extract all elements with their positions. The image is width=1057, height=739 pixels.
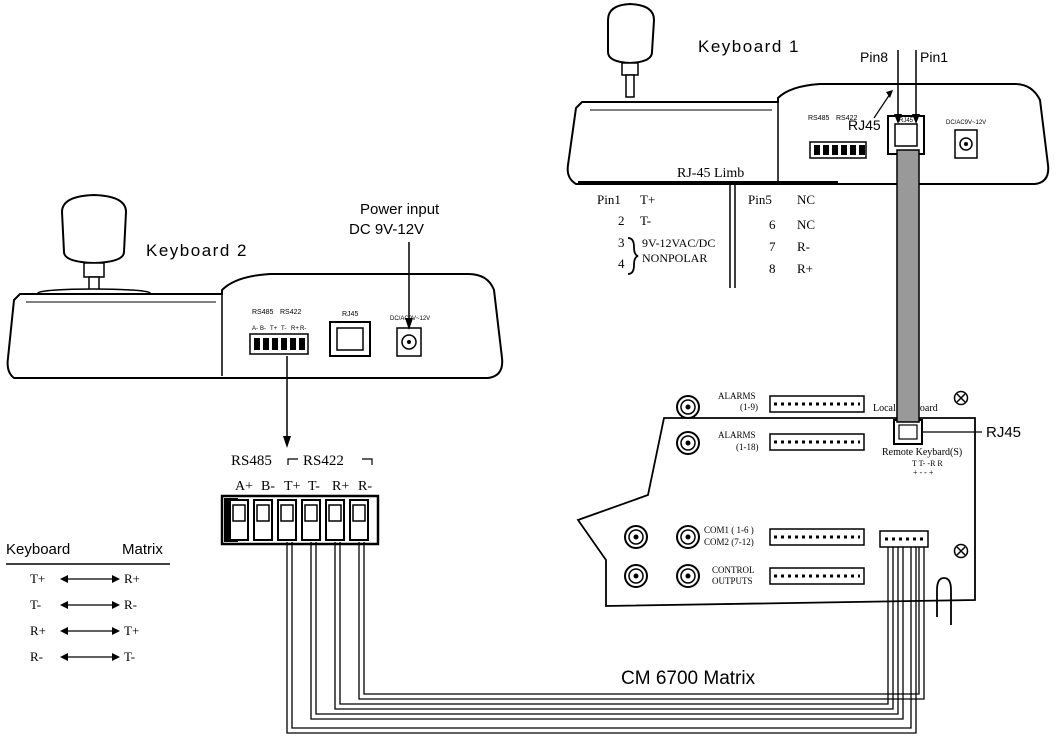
keyboard2-rs485-label: RS485 bbox=[252, 309, 274, 316]
keyboard1-rj45-port-label: RJ45 bbox=[899, 118, 914, 124]
outputs-label: OUTPUTS bbox=[712, 576, 753, 586]
keyboard2-pin-tminus: T- bbox=[281, 326, 286, 332]
wiring-cables bbox=[286, 542, 925, 734]
cable-clip bbox=[936, 577, 952, 625]
terminal-pin-rminus: R- bbox=[358, 479, 372, 494]
limb-pin6-signal: NC bbox=[797, 217, 815, 232]
terminal-rs485-label: RS485 bbox=[231, 453, 272, 469]
limb-pin1: Pin1 bbox=[597, 192, 621, 207]
power-input-spec: DC 9V-12V bbox=[349, 221, 424, 238]
matrix-rj45-label: RJ45 bbox=[986, 424, 1021, 441]
mapping-row3-matrix: T+ bbox=[124, 623, 139, 638]
limb-pin2: 2 bbox=[618, 213, 625, 228]
keyboard1-power-jack: DC/AC9V~12V bbox=[946, 120, 986, 159]
limb-pin8-signal: R+ bbox=[797, 261, 813, 276]
mapping-row4-keyboard: R- bbox=[30, 649, 43, 664]
com1-label: COM1 ( 1-6 ) bbox=[704, 525, 754, 535]
mapping-row1-keyboard: T+ bbox=[30, 571, 45, 586]
rj45-limb-table: RJ-45 Limb Pin1 T+ 2 T- 3 4 9V-12VAC/DC … bbox=[578, 166, 838, 288]
keyboard1-terminal-block: RS485 RS422 bbox=[808, 115, 867, 159]
matrix-panel: ALARMS (1-9) ALARMS (1-18) COM1 ( 1-6 ) … bbox=[576, 390, 1021, 625]
alarms1-range: (1-9) bbox=[740, 402, 758, 412]
com2-label: COM2 (7-12) bbox=[704, 537, 754, 547]
keyboard1-rj45-label: RJ45 bbox=[848, 117, 881, 133]
keyboard1-power-label: DC/AC9V~12V bbox=[946, 120, 986, 126]
pin-letters-top: T T- -R R bbox=[912, 459, 943, 468]
matrix-rj45-port bbox=[893, 419, 923, 445]
mapping-row1-matrix: R+ bbox=[124, 571, 140, 586]
alarms2-range: (1-18) bbox=[736, 442, 759, 452]
mapping-header-matrix: Matrix bbox=[122, 541, 163, 558]
limb-pin7: 7 bbox=[769, 239, 776, 254]
limb-pin1-signal: T+ bbox=[640, 192, 655, 207]
rj45-cable bbox=[896, 149, 920, 423]
keyboard2-pin-b: B- bbox=[260, 326, 266, 332]
limb-brace bbox=[627, 237, 639, 275]
limb-pin7-signal: R- bbox=[797, 239, 810, 254]
keyboard2-rj45-port: RJ45 bbox=[329, 311, 371, 357]
keyboard1-title: Keyboard 1 bbox=[698, 37, 800, 56]
keyboard2-title: Keyboard 2 bbox=[146, 241, 248, 260]
screw-icon bbox=[953, 543, 969, 559]
remote-keyboard-label: Remote Keybard(S) bbox=[882, 447, 962, 458]
limb-pin4-signal: NONPOLAR bbox=[642, 251, 707, 265]
matrix-bnc-connectors bbox=[624, 395, 700, 588]
pin-letters-bottom: + - - + bbox=[913, 468, 934, 477]
keyboard2-pin-rminus: R- bbox=[300, 326, 306, 332]
terminal-pin-tplus: T+ bbox=[284, 479, 301, 494]
terminal-rs422-label: RS422 bbox=[303, 453, 344, 469]
keyboard1-rj45-port: RJ45 bbox=[887, 115, 925, 155]
mapping-row3-keyboard: R+ bbox=[30, 623, 46, 638]
limb-pin3: 3 bbox=[618, 235, 625, 250]
power-input-title: Power input bbox=[360, 201, 440, 218]
limb-pin3-signal: 9V-12VAC/DC bbox=[642, 236, 715, 250]
keyboard2-body bbox=[6, 273, 504, 379]
matrix-title: CM 6700 Matrix bbox=[621, 668, 756, 689]
terminal-pin-rplus: R+ bbox=[332, 479, 349, 494]
keyboard1: RS485 RS422 RJ45 DC/AC9V~12V Keyboard 1 … bbox=[566, 2, 1050, 185]
limb-pin5-signal: NC bbox=[797, 192, 815, 207]
limb-pin6: 6 bbox=[769, 217, 776, 232]
mapping-row2-matrix: R- bbox=[124, 597, 137, 612]
limb-pin2-signal: T- bbox=[640, 213, 651, 228]
keyboard1-pin1-label: Pin1 bbox=[920, 49, 948, 65]
keyboard2-terminal-block: RS485 RS422 A- B- T+ T- R+ R- bbox=[249, 309, 309, 355]
keyboard2-rs422-label: RS422 bbox=[280, 309, 302, 316]
screw-icon bbox=[953, 390, 969, 406]
rj45-limb-title: RJ-45 Limb bbox=[677, 166, 744, 181]
keyboard2-joystick bbox=[37, 193, 151, 298]
terminal-pin-b: B- bbox=[261, 479, 275, 494]
keyboard1-joystick bbox=[607, 2, 656, 98]
keyboard1-rs485-label: RS485 bbox=[808, 115, 830, 122]
mapping-row4-matrix: T- bbox=[124, 649, 135, 664]
keyboard1-rs422-label: RS422 bbox=[836, 115, 858, 122]
control-label: CONTROL bbox=[712, 565, 755, 575]
keyboard1-pin8-label: Pin8 bbox=[860, 49, 888, 65]
terminal-pin-tminus: T- bbox=[308, 479, 320, 494]
terminal-connector: RS485 RS422 A+ B- T+ T- R+ R- bbox=[220, 453, 380, 546]
keyboard2-pin-tplus: T+ bbox=[270, 326, 278, 332]
alarms2-label: ALARMS bbox=[718, 430, 756, 440]
limb-pin5: Pin5 bbox=[748, 192, 772, 207]
limb-pin8: 8 bbox=[769, 261, 776, 276]
keyboard2-pin-rplus: R+ bbox=[291, 326, 299, 332]
remote-keyboard-header bbox=[879, 530, 929, 548]
mapping-row2-keyboard: T- bbox=[30, 597, 41, 612]
matrix-panel-outline bbox=[576, 417, 976, 607]
keyboard2-pin-a: A- bbox=[252, 326, 258, 332]
terminal-pin-a: A+ bbox=[235, 479, 253, 494]
keyboard2: RS485 RS422 A- B- T+ T- R+ R- RJ45 DC/AC… bbox=[6, 193, 504, 448]
mapping-table: Keyboard Matrix T+ R+ T- R- R+ T+ R- T- bbox=[6, 541, 170, 664]
limb-pin4: 4 bbox=[618, 256, 625, 271]
keyboard1-body bbox=[566, 83, 1050, 185]
alarms1-label: ALARMS bbox=[718, 391, 756, 401]
keyboard2-rj45-port-label: RJ45 bbox=[342, 311, 358, 318]
mapping-header-keyboard: Keyboard bbox=[6, 541, 70, 558]
